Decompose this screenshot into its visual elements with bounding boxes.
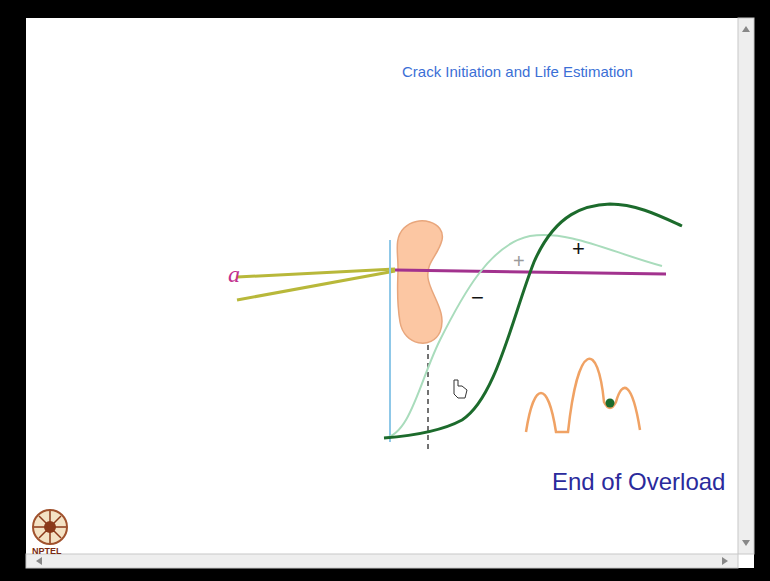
nptel-logo	[33, 510, 67, 544]
slide-ground	[26, 18, 754, 568]
logo-text: NPTEL	[32, 547, 62, 557]
load-waveform	[526, 359, 640, 432]
scroll-arrows	[742, 26, 750, 546]
crack-face	[237, 271, 395, 300]
sign-label: −	[471, 286, 484, 310]
vertical-scrollbar	[738, 18, 754, 554]
crack-length-label: a	[228, 261, 240, 287]
stress-curve-after	[384, 204, 682, 438]
stress-curve-before	[384, 235, 662, 438]
sign-label: +	[572, 237, 585, 261]
scroll-arrows	[36, 557, 728, 565]
state-caption: End of Overload	[552, 469, 725, 495]
load-point	[606, 399, 615, 408]
reference-line	[389, 240, 391, 442]
zone-boundary-line	[427, 345, 429, 452]
mouse-cursor	[454, 380, 467, 398]
plastic-zone	[397, 221, 442, 343]
horizontal-scrollbar	[26, 554, 738, 568]
sign-label: +	[513, 250, 525, 272]
slide-title: Crack Initiation and Life Estimation	[402, 64, 633, 81]
